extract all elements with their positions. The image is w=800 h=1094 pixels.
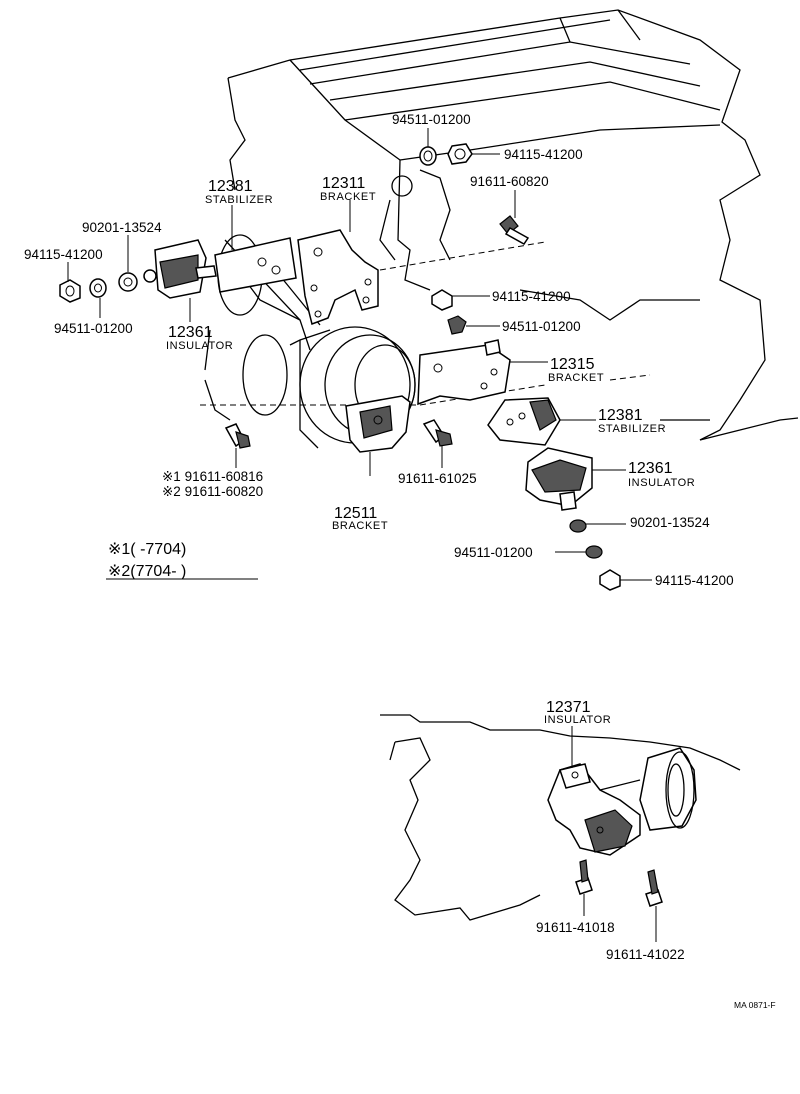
- insulator-left-icon: [143, 239, 217, 299]
- label-rear-ins-num: 12371: [546, 699, 591, 716]
- label-stab-right-num: 12381: [598, 407, 643, 424]
- leader-lines: [67, 128, 652, 581]
- label-washer-left: 94511-01200: [54, 321, 133, 336]
- label-rear-bolt-b: 91611-41022: [606, 947, 685, 962]
- label-bracket-top-num: 12311: [322, 175, 365, 192]
- label-top-nut-b: 94115-41200: [504, 147, 583, 162]
- label-rear-bolt-a: 91611-41018: [536, 920, 615, 935]
- label-top-nut-a: 94511-01200: [392, 112, 471, 127]
- label-bracket-low-txt: BRACKET: [332, 520, 388, 532]
- washer-low-right-icon: [585, 545, 603, 559]
- nut-mid-icon: [431, 289, 453, 311]
- label-low-washer-r: 94511-01200: [454, 545, 533, 560]
- bolt-low-right-icon: [569, 519, 587, 533]
- labels-upper: 94511-01200 94115-41200 91611-60820 1238…: [24, 112, 734, 588]
- label-bracket-right-num: 12315: [550, 356, 595, 373]
- stabilizer-right-icon: [487, 397, 561, 446]
- label-bracket-low-num: 12511: [334, 505, 377, 522]
- transmission-outline: [380, 714, 741, 921]
- bracket-top-icon: [297, 229, 379, 325]
- bracket-right-icon: [417, 339, 511, 406]
- label-bracket-right-txt: BRACKET: [548, 372, 604, 384]
- label-ins-right-num: 12361: [628, 460, 673, 477]
- rear-insulator-icon: [547, 763, 641, 856]
- label-bolt-mid-low: 91611-61025: [398, 471, 477, 486]
- nut-left-icon: [59, 279, 81, 303]
- label-bolt-low-left-1: ※1 91611-60816: [162, 469, 263, 484]
- drawing-code: MA 0871-F: [734, 1000, 776, 1010]
- label-low-nut-r: 94115-41200: [655, 573, 734, 588]
- label-rear-ins-txt: INSULATOR: [544, 714, 611, 726]
- footnotes: ※1( -7704) ※2(7704- ): [106, 541, 258, 580]
- note-2: ※2(7704- ): [108, 563, 186, 580]
- rear-bolt-b-icon: [645, 869, 663, 907]
- label-bracket-top-txt: BRACKET: [320, 191, 376, 203]
- label-ins-right-txt: INSULATOR: [628, 477, 695, 489]
- rear-bolt-a-icon: [575, 859, 593, 895]
- label-stab-left-txt: STABILIZER: [205, 194, 273, 206]
- engine-outline: [200, 9, 799, 449]
- label-bolt-low-left-2: ※2 91611-60820: [162, 484, 263, 499]
- label-ins-left-txt: INSULATOR: [166, 340, 233, 352]
- label-mid-washer: 94511-01200: [502, 319, 581, 334]
- label-nut-left: 94115-41200: [24, 247, 103, 262]
- bolt-mid-low-icon: [422, 419, 453, 447]
- label-bolt-left: 90201-13524: [82, 220, 162, 235]
- leader-lines-lower: [571, 726, 657, 942]
- label-stab-left-num: 12381: [208, 178, 253, 195]
- bolt-top-right-icon: [499, 215, 530, 245]
- washer-mid-icon: [447, 315, 467, 335]
- nut-top-icon: [447, 143, 473, 165]
- nut-low-right-icon: [599, 569, 621, 591]
- label-stab-right-txt: STABILIZER: [598, 423, 666, 435]
- stabilizer-left-icon: [214, 237, 297, 293]
- washer-left-icon: [89, 278, 107, 298]
- bolt-low-left-icon: [224, 423, 251, 449]
- washer-top-icon: [419, 146, 437, 166]
- label-mid-nut: 94115-41200: [492, 289, 571, 304]
- output-flange-icon: [599, 747, 697, 831]
- bracket-low-icon: [345, 395, 411, 453]
- labels-lower: 12371 INSULATOR 91611-41018 91611-41022: [536, 699, 685, 962]
- note-1: ※1( -7704): [108, 541, 186, 558]
- bolt-left-icon: [118, 272, 138, 292]
- insulator-right-icon: [525, 447, 593, 511]
- label-bolt-top-right: 91611-60820: [470, 174, 549, 189]
- label-ins-left-num: 12361: [168, 324, 213, 341]
- label-low-bolt-r: 90201-13524: [630, 515, 710, 530]
